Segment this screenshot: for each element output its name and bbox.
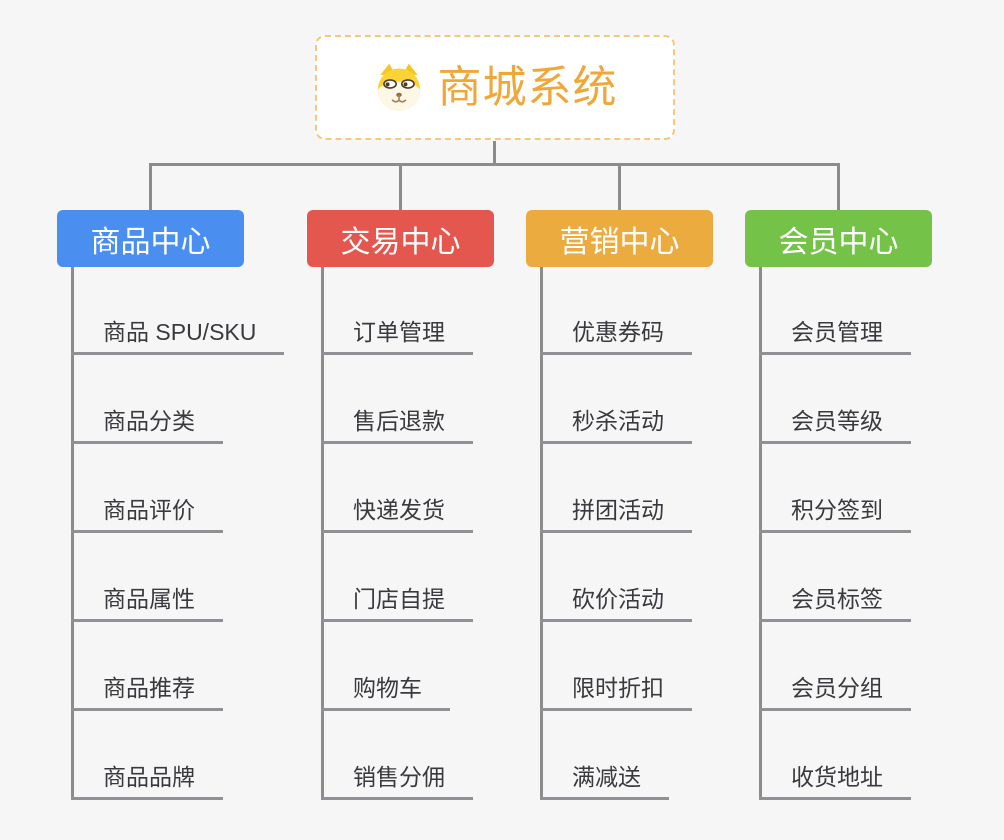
dog-face-icon xyxy=(377,63,420,111)
branch-node-member-center[interactable]: 会员中心 xyxy=(745,210,932,267)
leaf-node[interactable]: 会员等级 xyxy=(759,408,911,444)
connector-drop-trade xyxy=(399,163,402,210)
leaf-node[interactable]: 积分签到 xyxy=(759,497,911,533)
leaf-node[interactable]: 售后退款 xyxy=(321,408,473,444)
leaf-node[interactable]: 购物车 xyxy=(321,675,450,711)
leaf-node[interactable]: 商品品牌 xyxy=(71,764,223,800)
connector-spine-product xyxy=(71,267,74,800)
leaf-node[interactable]: 销售分佣 xyxy=(321,764,473,800)
root-node-title: 商城系统 xyxy=(437,62,618,112)
leaf-node[interactable]: 会员标签 xyxy=(759,586,911,622)
leaf-node[interactable]: 会员管理 xyxy=(759,319,911,355)
connector-root-stem xyxy=(493,141,496,163)
leaf-node[interactable]: 优惠券码 xyxy=(540,319,692,355)
leaf-node[interactable]: 砍价活动 xyxy=(540,586,692,622)
leaf-node[interactable]: 商品属性 xyxy=(71,586,223,622)
connector-drop-product xyxy=(149,163,152,210)
connector-drop-member xyxy=(837,163,840,210)
branch-node-trade-center[interactable]: 交易中心 xyxy=(307,210,494,267)
leaf-node[interactable]: 商品分类 xyxy=(71,408,223,444)
leaf-node[interactable]: 拼团活动 xyxy=(540,497,692,533)
branch-node-marketing-center[interactable]: 营销中心 xyxy=(526,210,713,267)
leaf-node[interactable]: 商品评价 xyxy=(71,497,223,533)
leaf-node[interactable]: 满减送 xyxy=(540,764,669,800)
leaf-node[interactable]: 快递发货 xyxy=(321,497,473,533)
leaf-node[interactable]: 商品 SPU/SKU xyxy=(71,319,285,355)
root-node[interactable]: 商城系统 xyxy=(315,35,675,140)
leaf-node[interactable]: 会员分组 xyxy=(759,675,911,711)
leaf-node[interactable]: 门店自提 xyxy=(321,586,473,622)
leaf-node[interactable]: 收货地址 xyxy=(759,764,911,800)
leaf-node[interactable]: 商品推荐 xyxy=(71,675,223,711)
connector-drop-marketing xyxy=(618,163,621,210)
connector-spine-member xyxy=(759,267,762,800)
branch-node-product-center[interactable]: 商品中心 xyxy=(57,210,244,267)
connector-rail xyxy=(149,163,840,166)
leaf-node[interactable]: 订单管理 xyxy=(321,319,473,355)
connector-spine-marketing xyxy=(540,267,543,800)
connector-spine-trade xyxy=(321,267,324,800)
leaf-node[interactable]: 限时折扣 xyxy=(540,675,692,711)
leaf-node[interactable]: 秒杀活动 xyxy=(540,408,692,444)
